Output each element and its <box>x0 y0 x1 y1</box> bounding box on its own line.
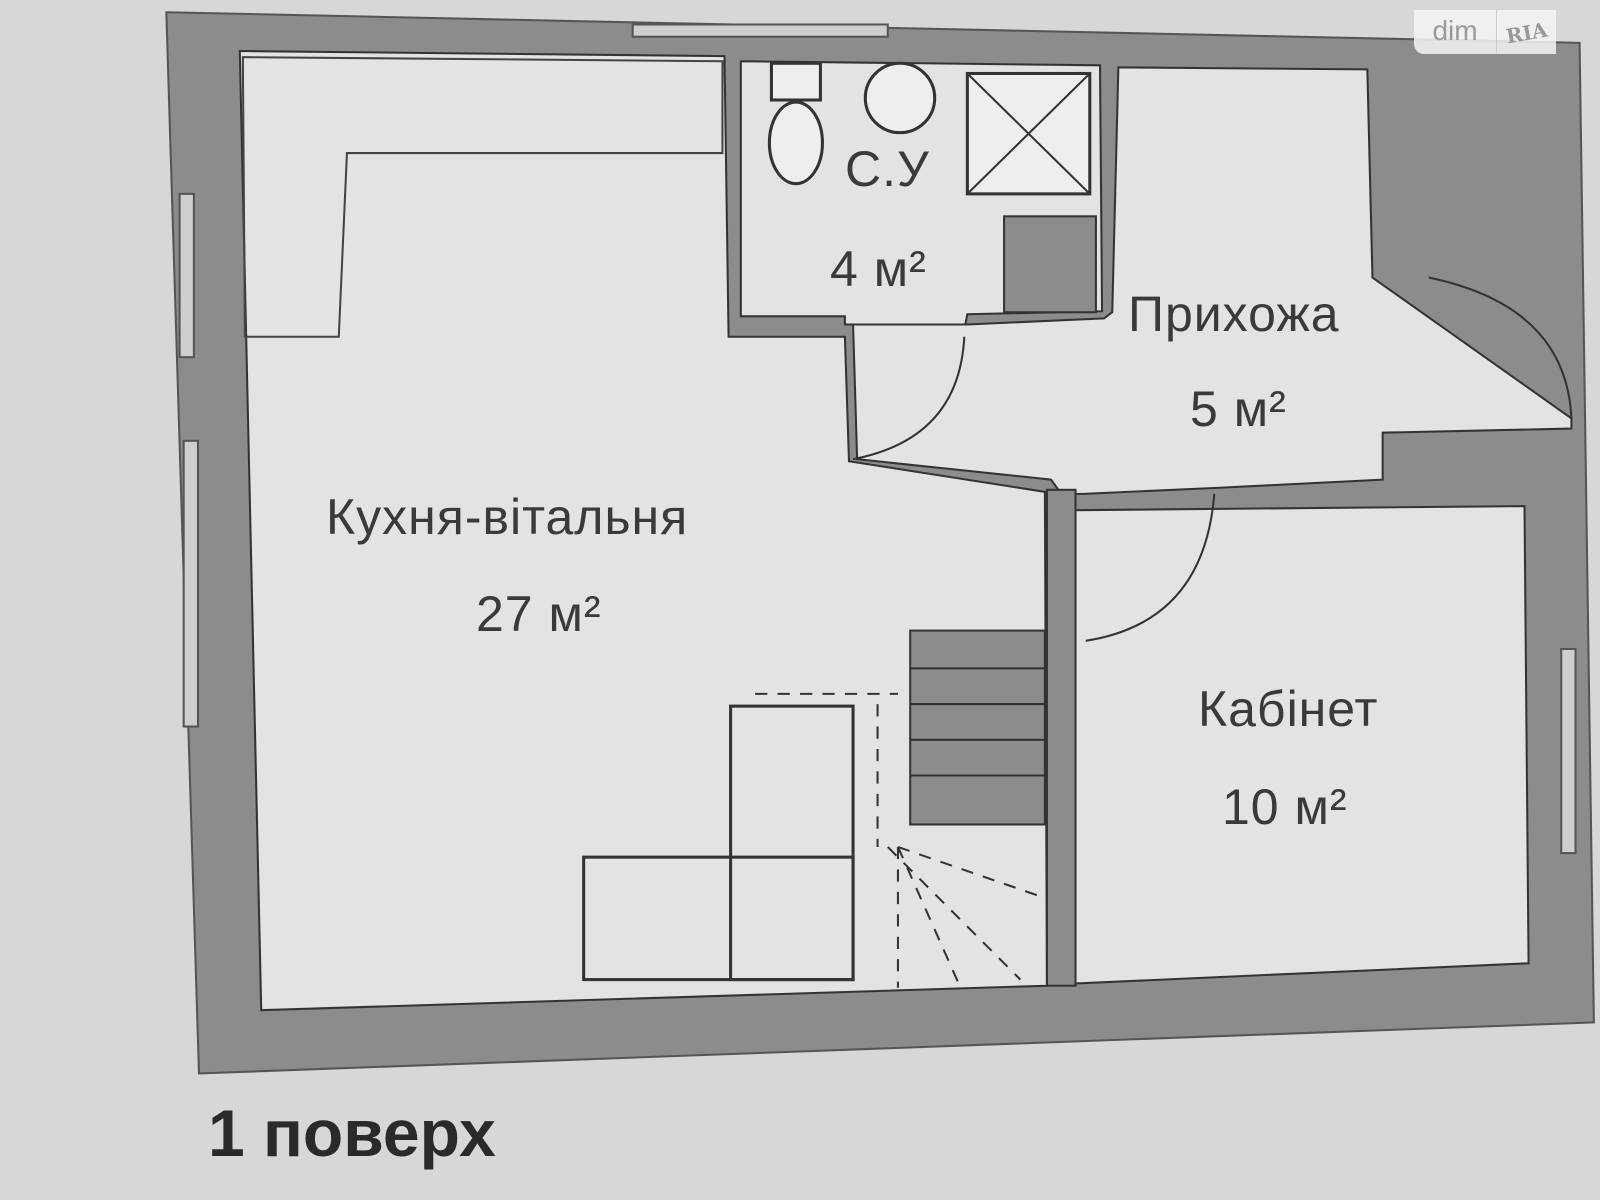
sofa-chaise <box>582 855 855 982</box>
room-area-hallway: 5 м² <box>1190 381 1287 437</box>
door-swing-office <box>1085 493 1216 642</box>
room-label-kitchen: Кухня-вітальня <box>326 489 689 545</box>
door-swing-bathroom <box>852 336 966 461</box>
window-left-2 <box>182 439 199 728</box>
window-left-1 <box>178 192 195 359</box>
watermark-dim: dim <box>1414 10 1497 54</box>
room-kitchen-living <box>238 49 1048 1012</box>
stairs <box>909 629 1046 826</box>
partition-wall <box>1045 488 1077 987</box>
floor-title: 1 поверх <box>208 1096 496 1170</box>
room-area-bathroom: 4 м² <box>830 241 927 297</box>
room-label-office: Кабінет <box>1198 681 1379 737</box>
room-label-hallway: Прихожа <box>1128 286 1340 342</box>
room-label-bathroom: С.У <box>845 141 930 197</box>
sink-icon <box>863 61 937 135</box>
watermark: dim RIA <box>1414 10 1556 54</box>
watermark-ria-logo: RIA <box>1504 17 1550 49</box>
room-area-kitchen: 27 м² <box>476 586 602 642</box>
kitchen-counter <box>241 56 724 338</box>
room-office <box>1070 505 1530 985</box>
window-right <box>1560 647 1577 855</box>
toilet-icon <box>767 100 824 186</box>
door-swing-entrance <box>1428 276 1573 419</box>
room-hallway <box>852 66 1573 495</box>
window-top <box>631 23 889 38</box>
room-area-office: 10 м² <box>1222 779 1348 835</box>
washing-machine-icon <box>1003 215 1097 314</box>
